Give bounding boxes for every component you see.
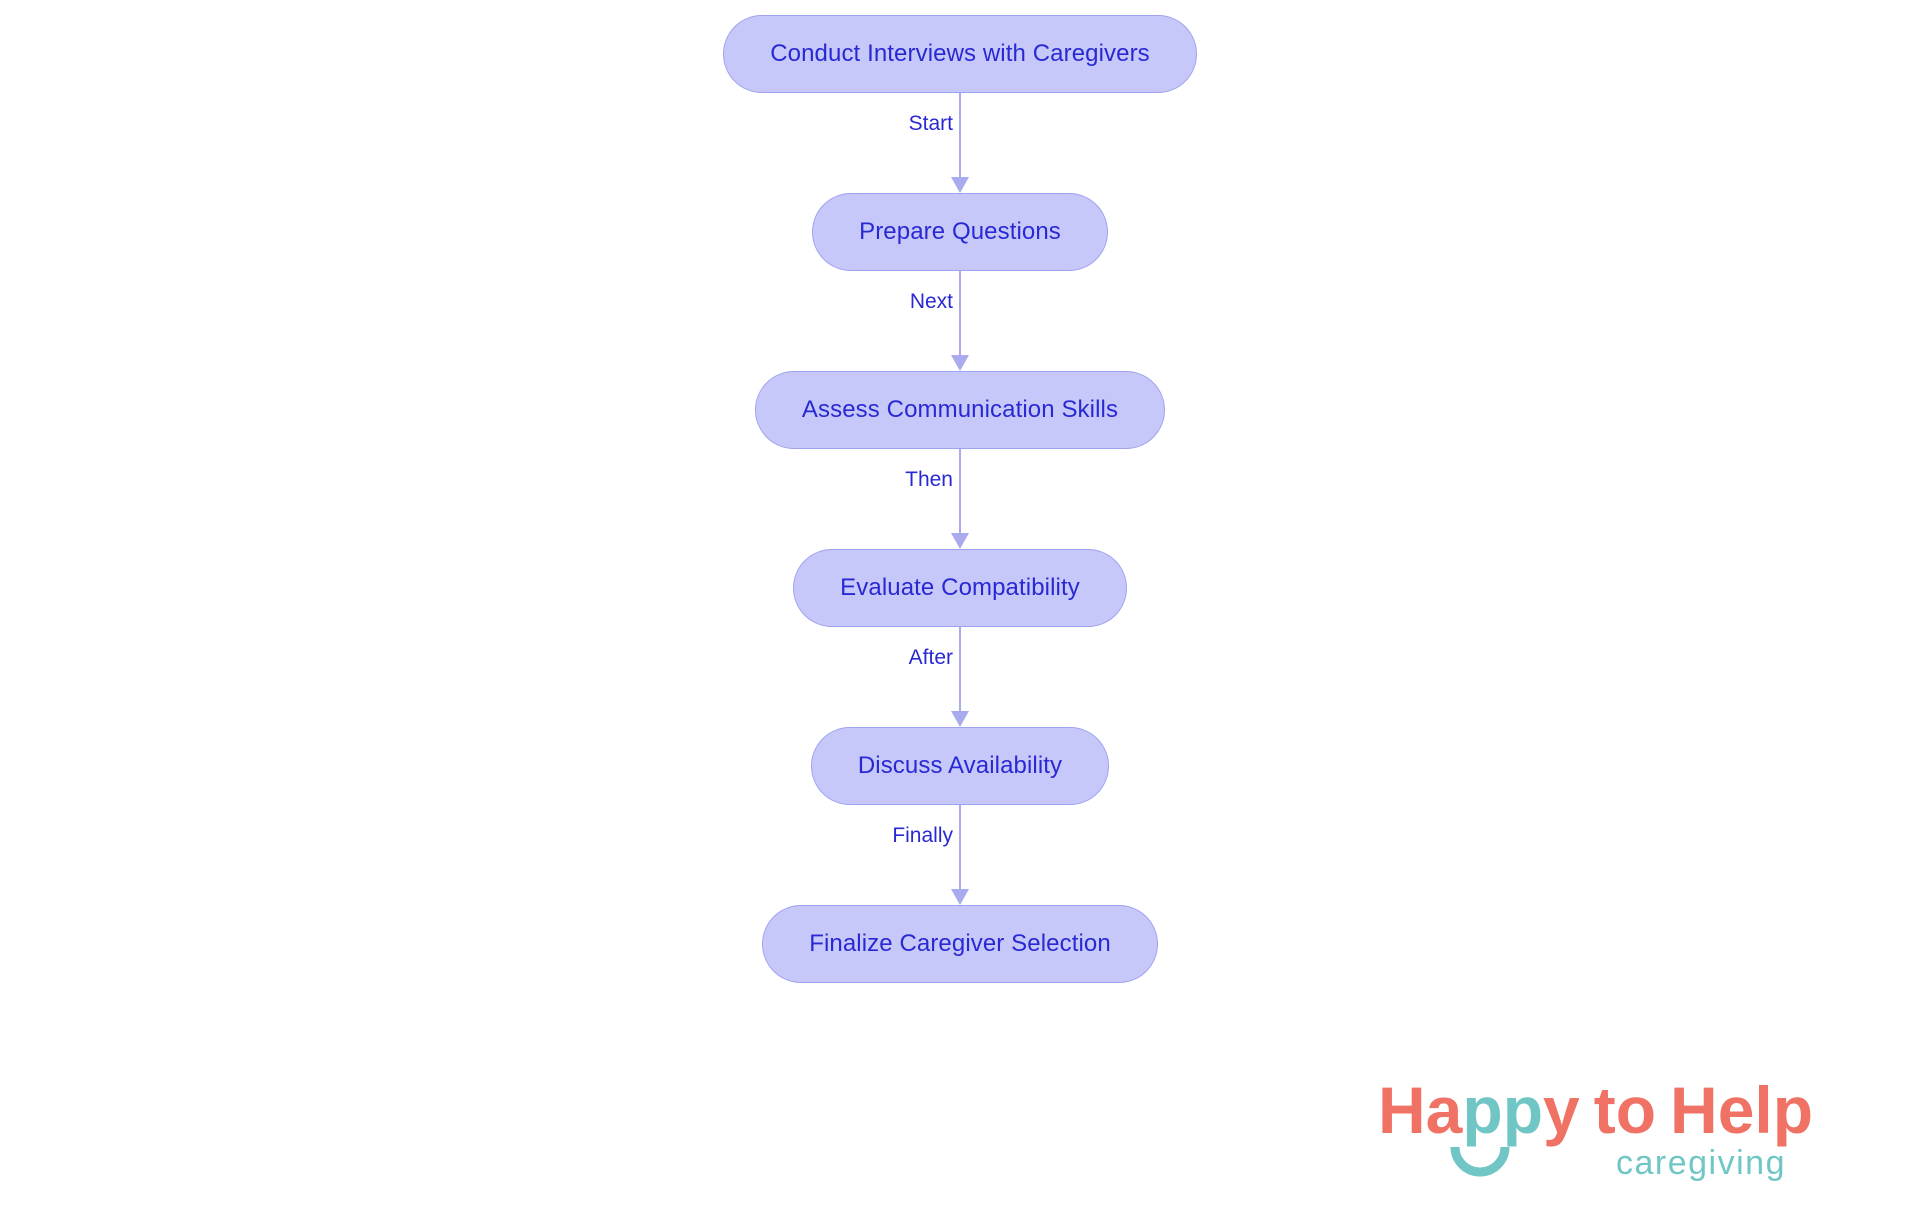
flow-node-label: Evaluate Compatibility [840,574,1080,601]
flow-node-prepare-questions[interactable]: Prepare Questions [812,193,1108,271]
logo-letters-pp: pp [1462,1073,1543,1147]
flow-edge-after: After [840,627,1080,727]
flow-node-label: Assess Communication Skills [801,396,1119,423]
arrow-head-icon [951,355,969,371]
flow-edge-start: Start [840,93,1080,193]
flow-edge-finally: Finally [840,805,1080,905]
flow-node-label: Discuss Availability [857,752,1063,779]
flow-node-label: Prepare Questions [859,218,1061,245]
edge-label-then: Then [905,468,953,491]
flow-edge-next: Next [840,271,1080,371]
flow-node-evaluate-compatibility[interactable]: Evaluate Compatibility [793,549,1127,627]
smile-arc-icon [1450,1146,1510,1177]
flow-node-label: Finalize Caregiver Selection [809,930,1111,957]
flowchart: Conduct Interviews with Caregivers Start… [0,15,1920,983]
arrow-head-icon [951,889,969,905]
flow-node-label: Conduct Interviews with Caregivers [770,40,1150,67]
flow-node-assess-communication-skills[interactable]: Assess Communication Skills [754,371,1166,449]
edge-label-start: Start [908,112,953,135]
flow-node-conduct-interviews[interactable]: Conduct Interviews with Caregivers [723,15,1197,93]
edge-label-next: Next [909,290,953,313]
flow-node-discuss-availability[interactable]: Discuss Availability [810,727,1110,805]
edge-line [958,93,962,179]
edge-line [958,627,962,713]
logo-word-help: Help [1670,1073,1813,1147]
logo-letter-h: H [1378,1073,1426,1147]
logo-word-to: to [1594,1073,1656,1147]
edge-line [958,805,962,891]
edge-label-finally: Finally [892,824,953,847]
edge-line [958,271,962,357]
flow-node-finalize-caregiver-selection[interactable]: Finalize Caregiver Selection [762,905,1158,983]
edge-line [958,449,962,535]
logo-tagline: caregiving [1616,1144,1786,1182]
arrow-head-icon [951,177,969,193]
flow-edge-then: Then [840,449,1080,549]
arrow-head-icon [951,533,969,549]
arrow-head-icon [951,711,969,727]
logo-letter-y: y [1543,1073,1580,1147]
logo-letter-a: a [1426,1073,1464,1147]
edge-label-after: After [908,646,953,669]
